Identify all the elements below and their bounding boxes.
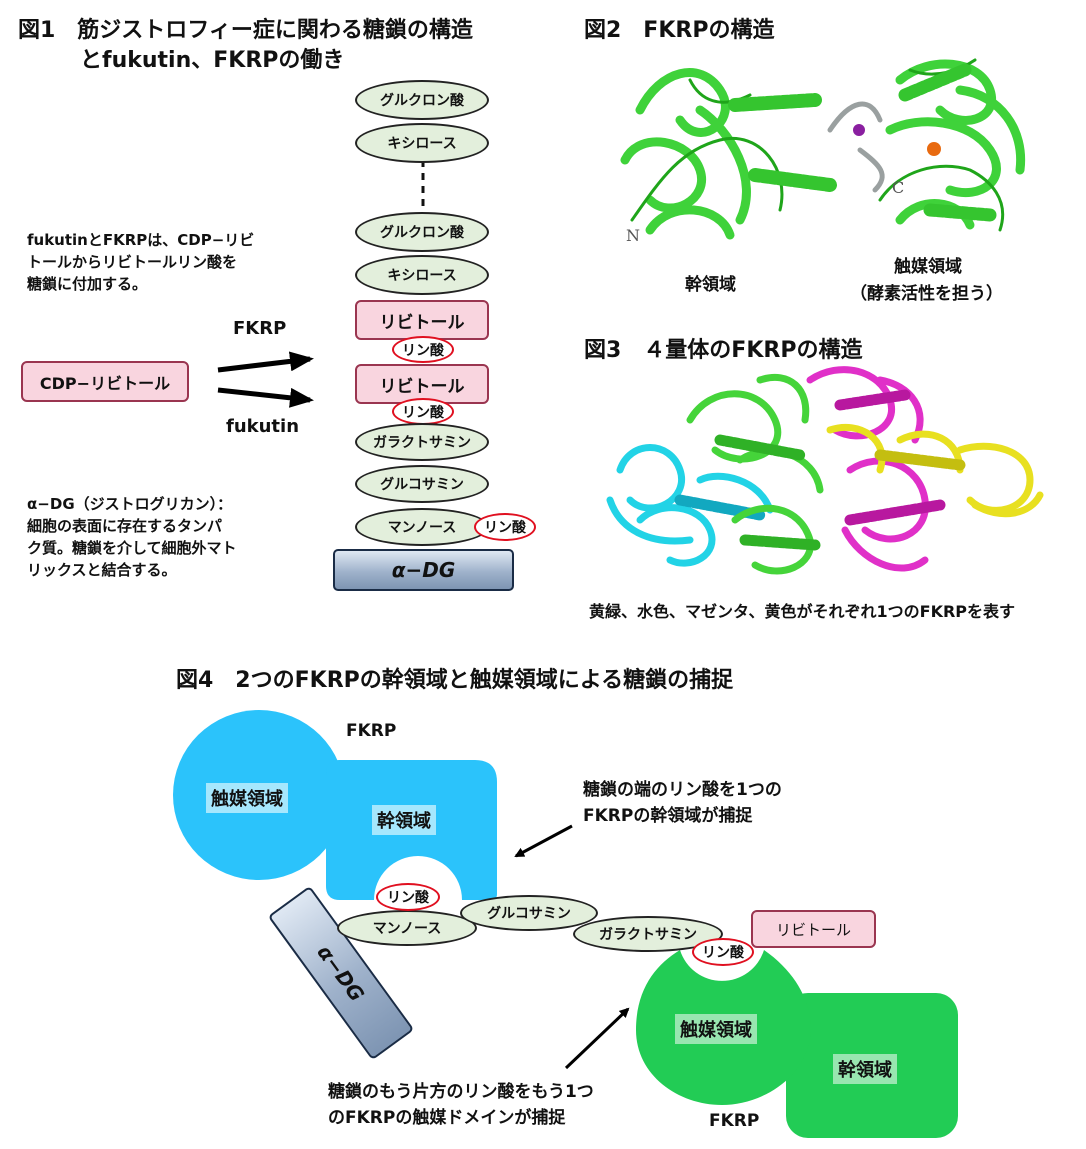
fig1-title-line2: とfukutin、FKRPの働き [80,48,345,73]
note-line: fukutinとFKRPは、CDP−リビ [27,231,255,249]
sugar-mannose: マンノース [355,508,489,546]
fig4-phosphate-top: リン酸 [376,883,440,911]
note-line: リックスと結合する。 [27,561,177,579]
fig4-arrow-bottom [564,1007,630,1070]
fig4-galactosamine: ガラクトサミン [573,916,723,952]
fukutin-arrow [217,387,314,408]
fig4-fkrp-bottom-label: FKRP [709,1111,760,1131]
note-alpha-dg: α−DG（ジストログリカン）： 細胞の表面に存在するタンパ ク質。糖鎖を介して細… [27,493,237,581]
note-line: 糖鎖のもう片方のリン酸をもう1つ [328,1082,594,1102]
phosphate-mannose: リン酸 [474,513,536,541]
note-line: のFKRPの触媒ドメインが捕捉 [328,1108,566,1128]
note-line: 糖鎖に付加する。 [27,275,148,293]
fig4-note-bottom: 糖鎖のもう片方のリン酸をもう1つ のFKRPの触媒ドメインが捕捉 [328,1079,594,1131]
sugar-glucuronic-acid: グルクロン酸 [355,212,489,252]
note-line: 糖鎖の端のリン酸を1つの [583,780,782,800]
note-line: トールからリビトールリン酸を [27,253,238,271]
sugar-xylose-top: キシロース [355,123,489,163]
phosphate-1: リン酸 [392,336,454,363]
fig4-note-top: 糖鎖の端のリン酸を1つの FKRPの幹領域が捕捉 [583,777,782,829]
fkrp-arrow [217,351,314,373]
fig4-arrow-top [514,824,573,858]
fig2-catalytic-note: （酵素活性を担う） [850,284,1003,304]
note-line: ク質。糖鎖を介して細胞外マト [27,539,237,557]
fukutin-arrow-label: fukutin [226,416,300,437]
cdp-ribitol-box: CDP−リビトール [21,361,189,402]
fig3-title: 図3 ４量体のFKRPの構造 [584,338,863,363]
fig4-top-catalytic-label: 触媒領域 [206,783,288,813]
label-N-terminus: N [626,226,640,245]
note-line: 細胞の表面に存在するタンパ [27,517,223,535]
fig3-caption: 黄緑、水色、マゼンタ、黄色がそれぞれ1つのFKRPを表す [589,602,1016,621]
fig2-title: 図2 FKRPの構造 [584,18,775,43]
fig2-stem-domain-label: 幹領域 [685,275,736,295]
fig4-ribitol-box: リビトール [751,910,876,948]
label-C-terminus: C [892,178,905,197]
fkrp-arrow-label: FKRP [233,318,287,339]
fig2-catalytic-domain-label: 触媒領域 [894,257,962,277]
fig4-glucosamine: グルコサミン [460,895,598,931]
note-line: FKRPの幹領域が捕捉 [583,806,753,826]
fig4-mannose: マンノース [337,910,477,946]
ribitol-box-1: リビトール [355,300,489,340]
note-line: α−DG（ジストログリカン）： [27,495,233,513]
note-fukutin-fkrp: fukutinとFKRPは、CDP−リビ トールからリビトールリン酸を 糖鎖に付… [27,229,254,295]
sugar-glucuronic-acid-top: グルクロン酸 [355,80,489,120]
alpha-dg-bar: α−DG [333,549,514,591]
sugar-glucosamine: グルコサミン [355,465,489,503]
fig4-fkrp-top-label: FKRP [346,721,397,741]
fig4-bottom-stem-label: 幹領域 [833,1054,897,1084]
fig4-title: 図4 2つのFKRPの幹領域と触媒領域による糖鎖の捕捉 [176,668,734,693]
sugar-galactosamine: ガラクトサミン [355,423,489,461]
fig4-bottom-catalytic-label: 触媒領域 [675,1014,757,1044]
fig4-phosphate-bottom: リン酸 [692,938,754,966]
fig4-top-stem-label: 幹領域 [372,805,436,835]
fig1-title-line1: 図1 筋ジストロフィー症に関わる糖鎖の構造 [18,18,473,43]
sugar-xylose: キシロース [355,255,489,295]
